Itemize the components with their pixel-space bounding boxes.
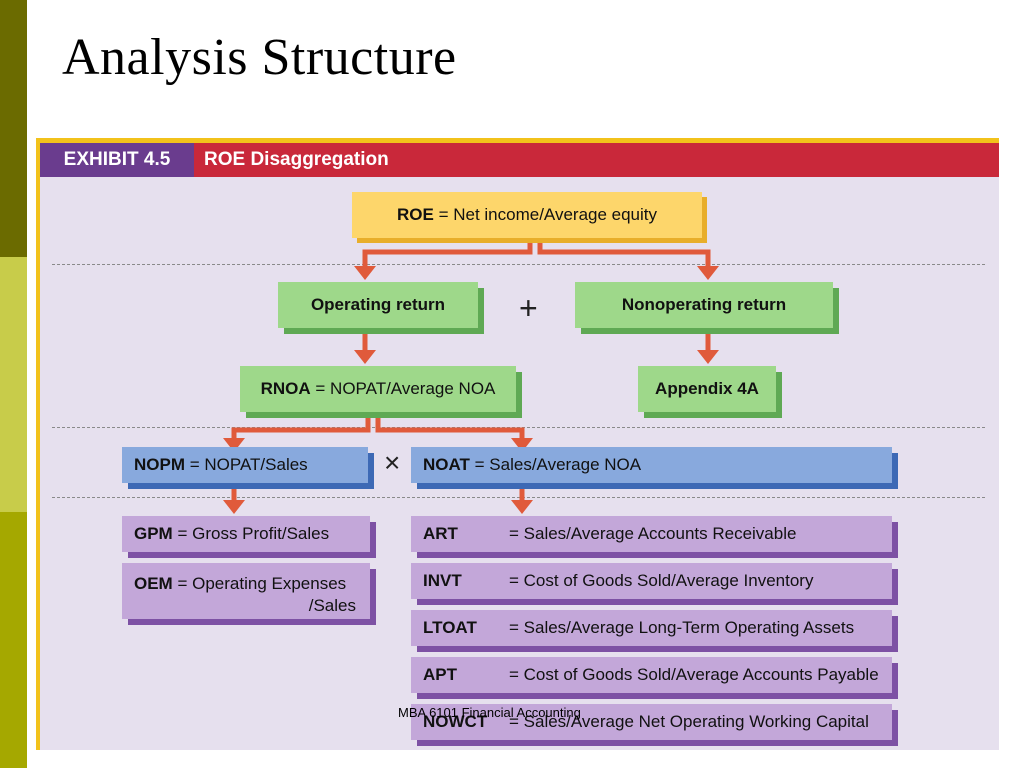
exhibit-number: EXHIBIT 4.5 <box>40 143 194 177</box>
gpm-term: GPM <box>134 524 173 543</box>
divider <box>52 497 985 498</box>
divider <box>52 264 985 265</box>
rnoa-term: RNOA <box>260 379 311 398</box>
side-band-top <box>0 0 27 257</box>
noat-box: NOAT = Sales/Average NOA <box>411 447 892 483</box>
plus-sign: + <box>519 290 538 326</box>
apt-box: APT = Cost of Goods Sold/Average Accounts… <box>411 657 892 693</box>
gpm-definition: = Gross Profit/Sales <box>177 524 330 543</box>
turnover-term: ART <box>423 524 458 543</box>
noat-term: NOAT <box>423 455 470 474</box>
oem-box: OEM = Operating Expenses /Sales <box>122 563 370 619</box>
arrowhead <box>511 438 533 452</box>
noat-definition: = Sales/Average NOA <box>474 455 642 474</box>
slide-title: Analysis Structure <box>62 29 457 86</box>
arrowhead <box>697 350 719 364</box>
rnoa-definition: = NOPAT/Average NOA <box>315 379 496 398</box>
arrow-rnoa-to-nopm <box>231 414 371 440</box>
appendix-box: Appendix 4A <box>638 366 776 412</box>
turnover-definition: = Sales/Average Accounts Receivable <box>509 524 797 543</box>
slide-footer: MBA 6101 Financial Accounting <box>398 705 581 720</box>
turnover-term: LTOAT <box>423 618 477 637</box>
times-sign: × <box>384 447 401 478</box>
turnover-definition: = Cost of Goods Sold/Average Accounts Pa… <box>509 665 879 684</box>
arrow-roe-to-operating <box>362 238 533 268</box>
arrowhead <box>223 438 245 452</box>
nopm-term: NOPM <box>134 455 185 474</box>
arrowhead <box>697 266 719 280</box>
arrowhead <box>354 266 376 280</box>
nowct-box: NOWCT = Sales/Average Net Operating Worki… <box>411 704 892 740</box>
roe-box: ROE = Net income/Average equity <box>352 192 702 238</box>
nonoperating-return-box: Nonoperating return <box>575 282 833 328</box>
side-band-middle <box>0 257 27 512</box>
side-band-bottom <box>0 512 27 768</box>
exhibit-title: ROE Disaggregation <box>194 143 999 177</box>
oem-term: OEM <box>134 574 173 593</box>
nopm-box: NOPM = NOPAT/Sales <box>122 447 368 483</box>
arrowhead <box>223 500 245 514</box>
roe-definition: = Net income/Average equity <box>438 205 658 224</box>
arrowhead <box>354 350 376 364</box>
rnoa-box: RNOA = NOPAT/Average NOA <box>240 366 516 412</box>
turnover-definition: = Cost of Goods Sold/Average Inventory <box>509 571 814 590</box>
turnover-definition: = Sales/Average Net Operating Working Ca… <box>509 712 869 731</box>
arrow-roe-to-nonoperating <box>537 238 711 268</box>
nopm-definition: = NOPAT/Sales <box>189 455 308 474</box>
arrow-rnoa-to-noat <box>375 414 525 440</box>
turnover-definition: = Sales/Average Long-Term Operating Asse… <box>509 618 855 637</box>
gpm-box: GPM = Gross Profit/Sales <box>122 516 370 552</box>
turnover-term: NOWCT <box>423 712 488 731</box>
oem-definition-cont: /Sales <box>308 596 356 615</box>
art-box: ART = Sales/Average Accounts Receivable <box>411 516 892 552</box>
operating-return-box: Operating return <box>278 282 478 328</box>
turnover-term: APT <box>423 665 457 684</box>
invt-box: INVT = Cost of Goods Sold/Average Invento… <box>411 563 892 599</box>
turnover-term: INVT <box>423 571 462 590</box>
arrowhead <box>511 500 533 514</box>
roe-term: ROE <box>396 205 434 224</box>
ltoat-box: LTOAT = Sales/Average Long-Term Operating… <box>411 610 892 646</box>
oem-definition: = Operating Expenses <box>177 574 347 593</box>
